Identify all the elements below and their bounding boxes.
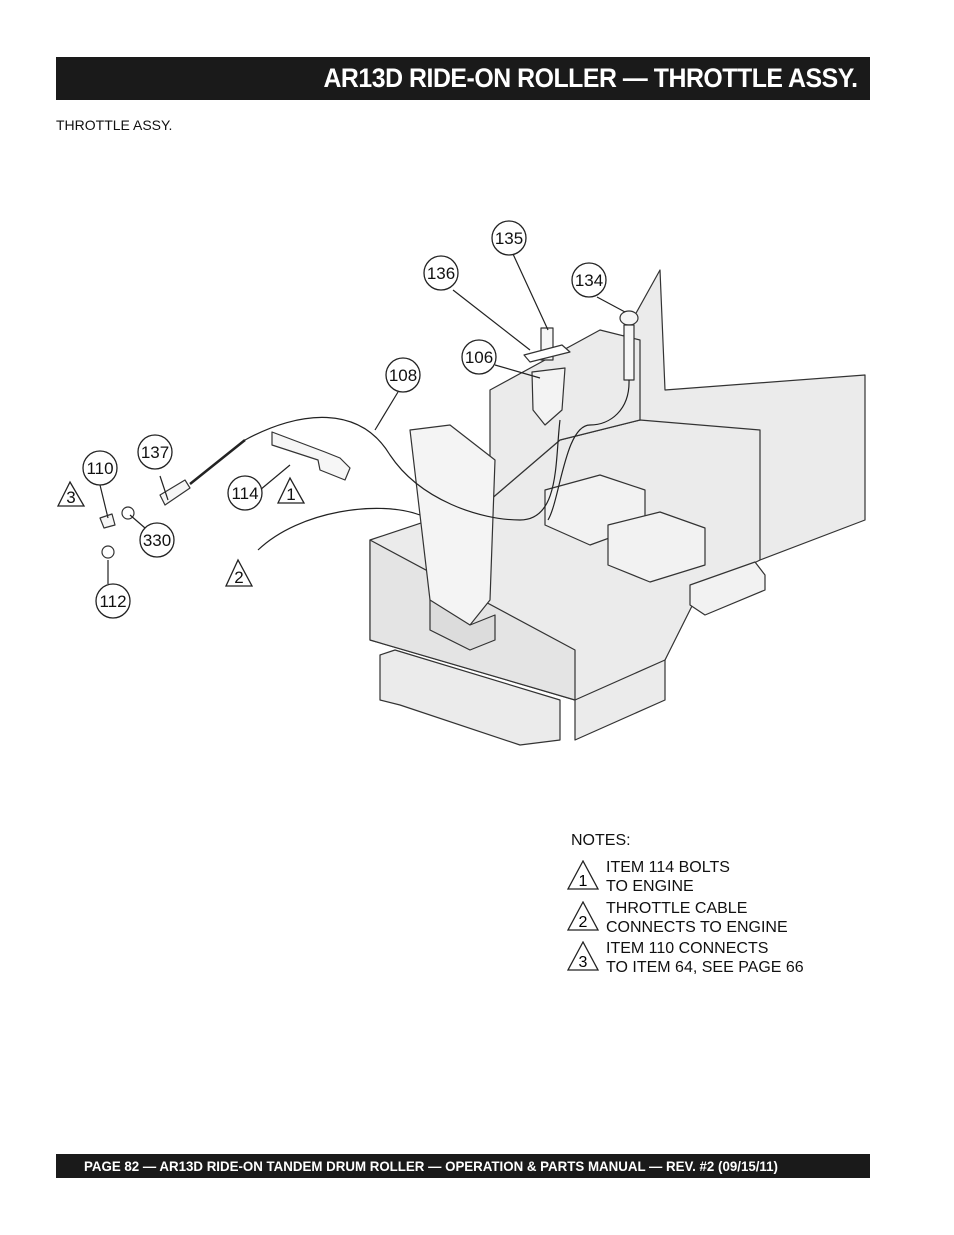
callout-330: 330 xyxy=(143,531,171,550)
callout-circle-114 xyxy=(227,475,263,511)
section-label: THROTTLE ASSY. xyxy=(56,117,173,133)
throttle-housing xyxy=(531,367,566,426)
page-title: AR13D RIDE-ON ROLLER — THROTTLE ASSY. xyxy=(323,63,859,93)
throttle-cable xyxy=(244,416,561,521)
flag-triangle-1 xyxy=(276,476,306,504)
callout-circle-134 xyxy=(571,262,607,298)
engine-bracket xyxy=(271,431,351,481)
callouts xyxy=(56,220,607,619)
leader-134 xyxy=(596,296,626,313)
note-line: TO ENGINE xyxy=(606,878,694,895)
notes-title: NOTES: xyxy=(571,832,631,849)
warning-triangle-icon: 1 xyxy=(566,860,600,890)
throttle-switch xyxy=(619,310,639,326)
callout-112: 112 xyxy=(99,592,126,611)
callout-135: 135 xyxy=(495,229,523,248)
note-line: CONNECTS TO ENGINE xyxy=(606,919,788,936)
callout-114: 114 xyxy=(231,484,258,503)
callout-circle-330 xyxy=(139,522,175,558)
warning-triangle-icon: 2 xyxy=(566,901,600,931)
note-number: 3 xyxy=(579,954,588,971)
pedestal-base xyxy=(429,599,496,651)
joint-110 xyxy=(99,513,116,529)
callout-136: 136 xyxy=(427,264,455,283)
note-number: 2 xyxy=(579,914,588,931)
flag-triangle-2 xyxy=(224,558,254,587)
leader-136 xyxy=(452,289,531,351)
frame-drawing xyxy=(99,269,866,746)
warning-triangle-icon: 3 xyxy=(566,941,600,971)
leader-330 xyxy=(129,514,146,529)
flag-triangle-3 xyxy=(56,480,86,507)
flag-1-label: 1 xyxy=(286,485,295,504)
callout-circle-110 xyxy=(82,450,118,486)
engine-cable xyxy=(257,507,421,551)
cable-sheath xyxy=(189,439,246,485)
note-item: 3 ITEM 110 CONNECTS TO ITEM 64, SEE PAGE… xyxy=(566,939,866,979)
switch-cable xyxy=(547,379,630,521)
callout-circle-112 xyxy=(95,583,131,619)
callout-labels: 135 136 134 106 108 137 110 114 330 112 … xyxy=(66,229,603,611)
leader-110 xyxy=(99,484,109,519)
callout-circle-108 xyxy=(385,357,421,393)
callout-137: 137 xyxy=(141,443,169,462)
page-title-bar: AR13D RIDE-ON ROLLER — THROTTLE ASSY. xyxy=(56,57,870,100)
side-bracket xyxy=(689,561,766,616)
base-plate xyxy=(379,649,561,746)
switch-stem xyxy=(623,324,635,381)
leader-135 xyxy=(512,253,549,331)
footer-text: PAGE 82 — AR13D RIDE-ON TANDEM DRUM ROLL… xyxy=(84,1158,778,1174)
note-item: 2 THROTTLE CABLE CONNECTS TO ENGINE xyxy=(566,899,866,939)
leader-137 xyxy=(159,475,169,501)
callout-circle-136 xyxy=(423,255,459,291)
callout-circle-106 xyxy=(461,339,497,375)
callout-circle-135 xyxy=(491,220,527,256)
note-line: THROTTLE CABLE xyxy=(606,900,748,917)
flag-2-label: 2 xyxy=(234,568,243,587)
nut-112 xyxy=(101,545,115,559)
note-item: 1 ITEM 114 BOLTS TO ENGINE xyxy=(566,858,866,898)
note-line: TO ITEM 64, SEE PAGE 66 xyxy=(606,959,804,976)
callout-circle-137 xyxy=(137,434,173,470)
leader-106 xyxy=(494,364,541,379)
cable-end-137 xyxy=(159,479,191,506)
callout-134: 134 xyxy=(575,271,603,290)
note-number: 1 xyxy=(579,873,588,890)
leader-114 xyxy=(259,464,291,491)
flag-3-label: 3 xyxy=(66,488,75,507)
note-line: ITEM 114 BOLTS xyxy=(606,859,730,876)
leader-108 xyxy=(374,391,399,431)
battery-box-2 xyxy=(607,511,706,583)
page-footer: PAGE 82 — AR13D RIDE-ON TANDEM DRUM ROLL… xyxy=(56,1154,870,1178)
callout-110: 110 xyxy=(86,459,113,478)
throttle-plate xyxy=(523,344,571,363)
note-line: ITEM 110 CONNECTS xyxy=(606,940,769,957)
cables xyxy=(99,253,630,584)
callout-108: 108 xyxy=(389,366,417,385)
callout-106: 106 xyxy=(465,348,493,367)
